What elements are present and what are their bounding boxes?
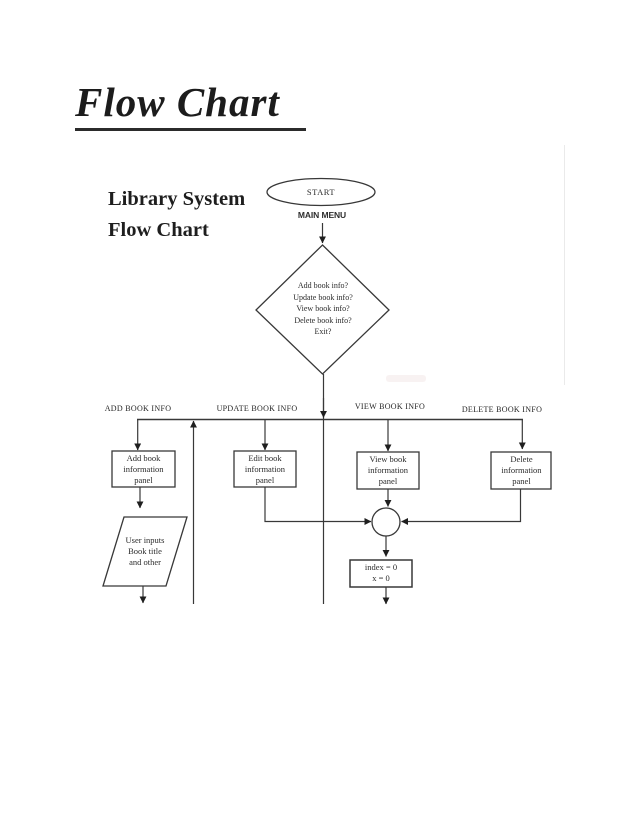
start-label: START — [306, 187, 336, 197]
start-terminator-shape — [266, 177, 376, 207]
delete-panel-text: Delete information panel — [501, 454, 542, 486]
scan-smudge — [386, 375, 426, 382]
branch-label-add: ADD BOOK INFO — [104, 404, 172, 413]
decision-diamond-shape — [255, 244, 390, 375]
view-panel-shape — [356, 451, 420, 490]
page-title: Flow Chart — [75, 79, 306, 131]
user-input-parallelogram-shape — [102, 516, 188, 587]
branch-label-delete: DELETE BOOK INFO — [461, 405, 543, 414]
edge-update-to-connector — [264, 487, 372, 525]
main-menu-label: MAIN MENU — [297, 210, 347, 220]
page-subtitle: Library System Flow Chart — [108, 188, 246, 241]
branch-label-view: VIEW BOOK INFO — [354, 402, 426, 411]
add-panel-text: Add book information panel — [123, 453, 164, 485]
init-box-text: index = 0 x = 0 — [364, 562, 398, 583]
update-panel-shape — [233, 450, 297, 488]
branch-label-update: UPDATE BOOK INFO — [216, 404, 298, 413]
decision-text: Add book info? Update book info? View bo… — [293, 281, 353, 337]
connector-circle-shape — [371, 507, 401, 537]
user-input-text: User inputs Book title and other — [125, 535, 165, 567]
view-panel-text: View book information panel — [367, 454, 409, 486]
edge-delete-to-connector — [401, 489, 522, 525]
add-panel-shape — [111, 450, 176, 488]
init-box-shape — [349, 559, 413, 588]
delete-panel-shape — [490, 451, 552, 490]
update-panel-text: Edit book information panel — [244, 453, 286, 485]
